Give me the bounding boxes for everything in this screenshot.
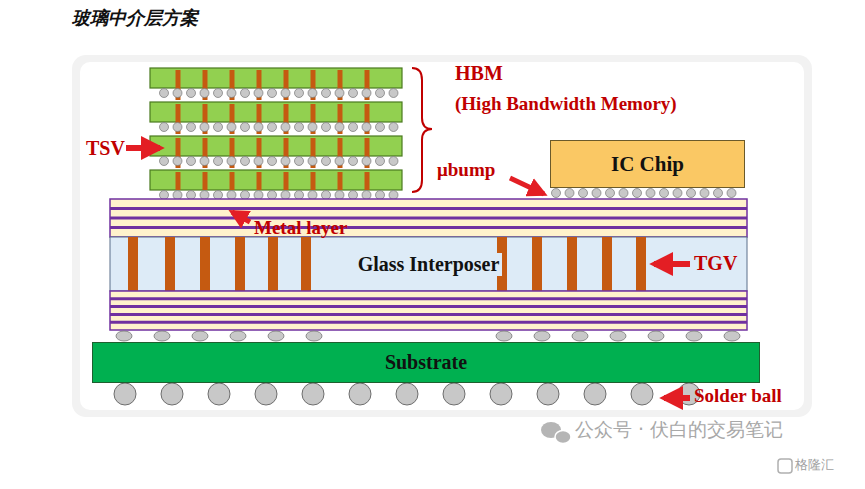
wechat-icon — [541, 422, 571, 444]
callout-label: (High Bandwidth Memory) — [455, 94, 677, 115]
callout-label: TSV — [86, 137, 125, 159]
callout-arrow — [232, 212, 250, 222]
node-label: Glass Interposer — [355, 253, 503, 276]
substrate-band: Substrate — [92, 342, 760, 383]
title: 玻璃中介层方案 — [72, 8, 198, 28]
interposer-band: Glass Interposer — [110, 237, 747, 291]
callout-label: μbump — [437, 160, 495, 181]
chip-box: IC Chip — [550, 140, 745, 188]
callout-arrow — [654, 261, 690, 267]
callout-label: Solder ball — [694, 386, 782, 407]
watermark: 公众号 · 伏白的交易笔记 — [575, 419, 783, 440]
panel-inner — [80, 62, 804, 410]
logo-icon — [778, 459, 792, 473]
hbm-stack — [150, 68, 402, 200]
bracket — [412, 68, 432, 192]
watermark: 格隆汇 — [795, 458, 834, 472]
callout-arrow — [126, 145, 160, 151]
callout-arrow — [510, 178, 544, 194]
interposer-layers — [110, 199, 747, 330]
node-label: IC Chip — [608, 152, 687, 177]
callout-label: Metal layer — [254, 218, 347, 239]
callout-arrow — [664, 395, 690, 401]
callout-label: HBM — [455, 62, 503, 84]
node-label: Substrate — [382, 351, 470, 374]
callout-label: TGV — [694, 252, 737, 274]
panel — [72, 55, 812, 417]
